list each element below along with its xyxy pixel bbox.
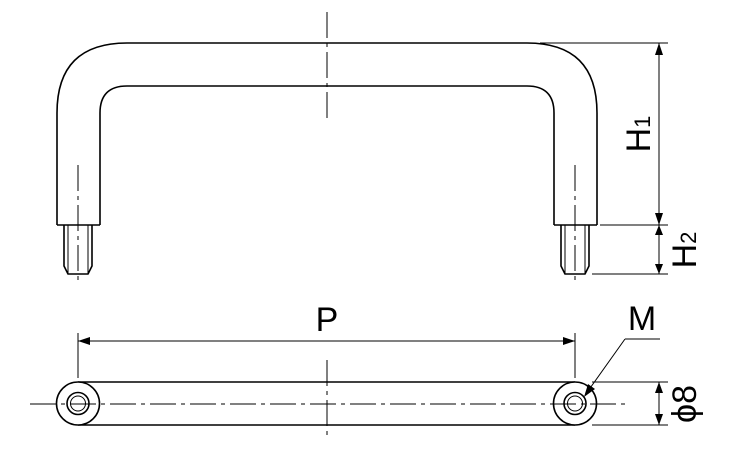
right-threaded-stud — [560, 225, 590, 275]
h1-dimension: H1 — [620, 43, 663, 225]
m-label: M — [628, 300, 656, 338]
top-view: P M — [30, 300, 704, 438]
handle-outer-profile — [56, 42, 598, 225]
h2-dimension: H2 — [655, 225, 704, 274]
m-thread-callout: M — [584, 300, 660, 397]
front-view: H1 H2 — [56, 12, 704, 285]
diameter-label: ϕ8 — [666, 385, 704, 423]
left-threaded-stud — [63, 225, 93, 275]
p-dimension: P — [77, 301, 576, 378]
h2-label: H2 — [666, 232, 704, 269]
p-label: P — [316, 301, 339, 339]
diameter-dimension: ϕ8 — [592, 381, 704, 426]
h1-label: H1 — [620, 116, 658, 153]
handle-inner-profile — [99, 85, 555, 225]
